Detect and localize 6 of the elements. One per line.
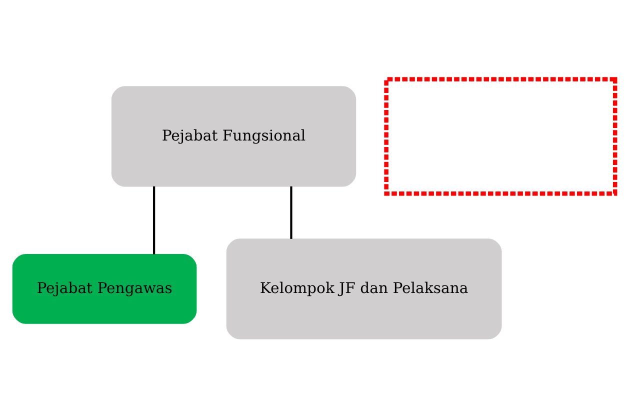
node-box: Pejabat Pengawas — [12, 254, 197, 324]
node-box — [384, 76, 618, 196]
connector — [290, 186, 292, 238]
connector — [152, 186, 156, 254]
node-box: Pejabat Fungsional — [111, 86, 356, 186]
node-box: Kelompok JF dan Pelaksana — [226, 238, 502, 339]
